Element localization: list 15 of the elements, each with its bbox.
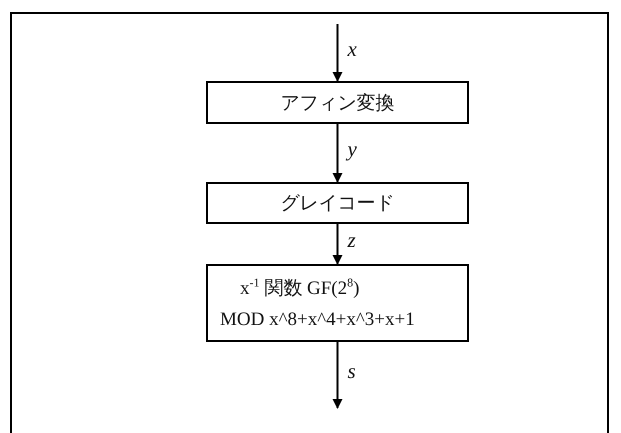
arrow xyxy=(332,124,342,183)
box-label: x$^{-1}$ 関数 GF(2$^{8}$) xyxy=(239,275,360,301)
box-label: MOD x^8+x^4+x^3+x+1 xyxy=(220,309,415,331)
process-box xyxy=(206,264,469,342)
edge-label: x xyxy=(348,38,357,60)
box-label: グレイコード xyxy=(280,191,394,216)
edge-label: y xyxy=(348,139,357,160)
process-box xyxy=(206,182,469,224)
box-label: アフィン変換 xyxy=(280,90,394,116)
edge-label: s xyxy=(348,361,356,382)
arrow xyxy=(332,224,342,265)
arrow xyxy=(332,24,342,82)
process-box xyxy=(206,81,469,124)
arrow xyxy=(332,342,342,409)
edge-label: z xyxy=(348,230,356,251)
